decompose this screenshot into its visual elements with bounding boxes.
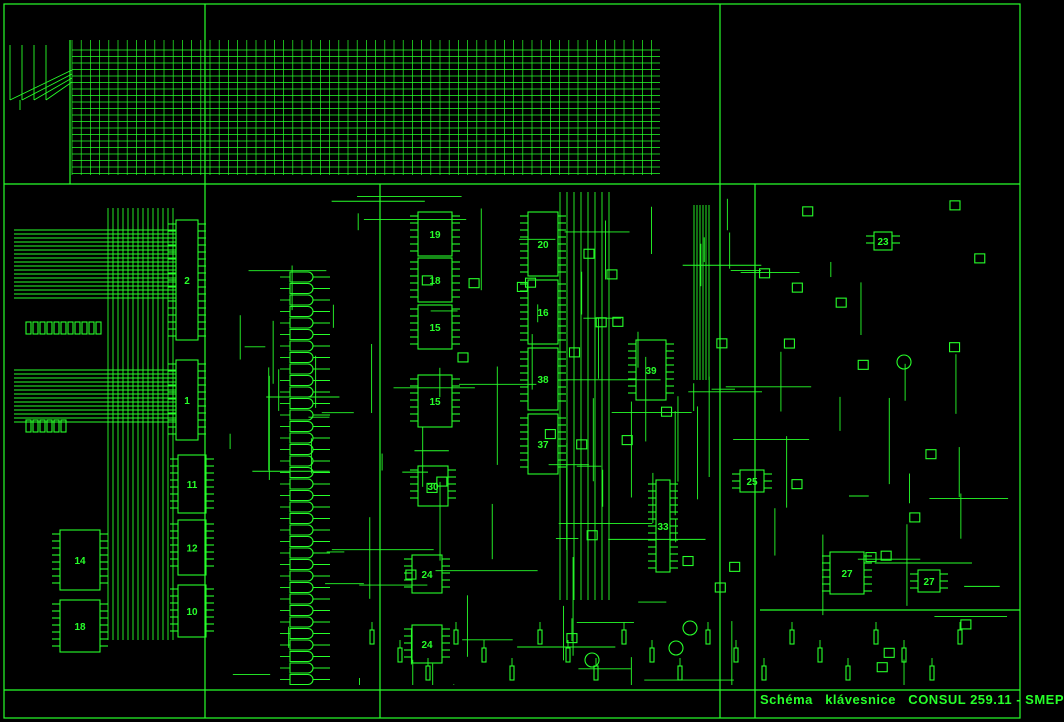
ic-block — [873, 231, 893, 251]
ic-block — [417, 211, 453, 257]
ic-block — [411, 624, 443, 664]
ic-label: 38 — [537, 375, 549, 386]
ic-label: 15 — [429, 323, 441, 334]
ic-label: 27 — [923, 577, 935, 588]
ic-label: 37 — [537, 440, 549, 451]
ic-label: 10 — [186, 607, 198, 618]
ic-block — [59, 599, 101, 653]
ic-label: 14 — [74, 556, 86, 567]
ic-label: 30 — [427, 482, 439, 493]
ic-block — [417, 465, 449, 507]
ic-label: 39 — [645, 366, 657, 377]
ic-block — [177, 584, 207, 638]
keyboard-schematic: 2111121019181515201638373930242433252727… — [3, 3, 1021, 719]
transistor-symbol — [668, 640, 684, 656]
ic-label: 27 — [841, 569, 853, 580]
ic-label: 25 — [746, 477, 758, 488]
ic-block — [635, 339, 667, 401]
ic-block — [417, 304, 453, 350]
ic-label: 24 — [421, 570, 433, 581]
ic-block — [417, 374, 453, 428]
sheet-border — [3, 3, 1021, 719]
ic-block — [527, 347, 559, 411]
schematic-title: Schéma klávesnice CONSUL 259.11 - SMEP — [760, 692, 1064, 707]
ic-block — [177, 454, 207, 514]
ic-label: 2 — [184, 276, 190, 287]
ic-label: 11 — [187, 480, 198, 491]
ic-block — [527, 413, 559, 475]
transistor-symbol — [584, 652, 600, 668]
transistor-symbol — [896, 354, 912, 370]
ic-block — [175, 359, 199, 441]
ic-block — [411, 554, 443, 594]
ic-label: 20 — [537, 240, 549, 251]
ic-label: 18 — [74, 622, 86, 633]
ic-label: 1 — [184, 396, 190, 407]
ic-block — [177, 519, 207, 576]
ic-label: 12 — [186, 544, 198, 555]
ic-label: 16 — [537, 308, 549, 319]
ic-label: 33 — [657, 522, 669, 533]
ic-block — [417, 257, 453, 303]
ic-block — [829, 551, 865, 595]
ic-label: 19 — [429, 230, 441, 241]
ic-label: 18 — [429, 276, 441, 287]
ic-label: 15 — [429, 397, 441, 408]
ic-label: 24 — [421, 640, 433, 651]
ic-block — [59, 529, 101, 591]
transistor-symbol — [682, 620, 698, 636]
ic-label: 23 — [877, 237, 889, 248]
key-matrix-grid — [71, 40, 660, 175]
